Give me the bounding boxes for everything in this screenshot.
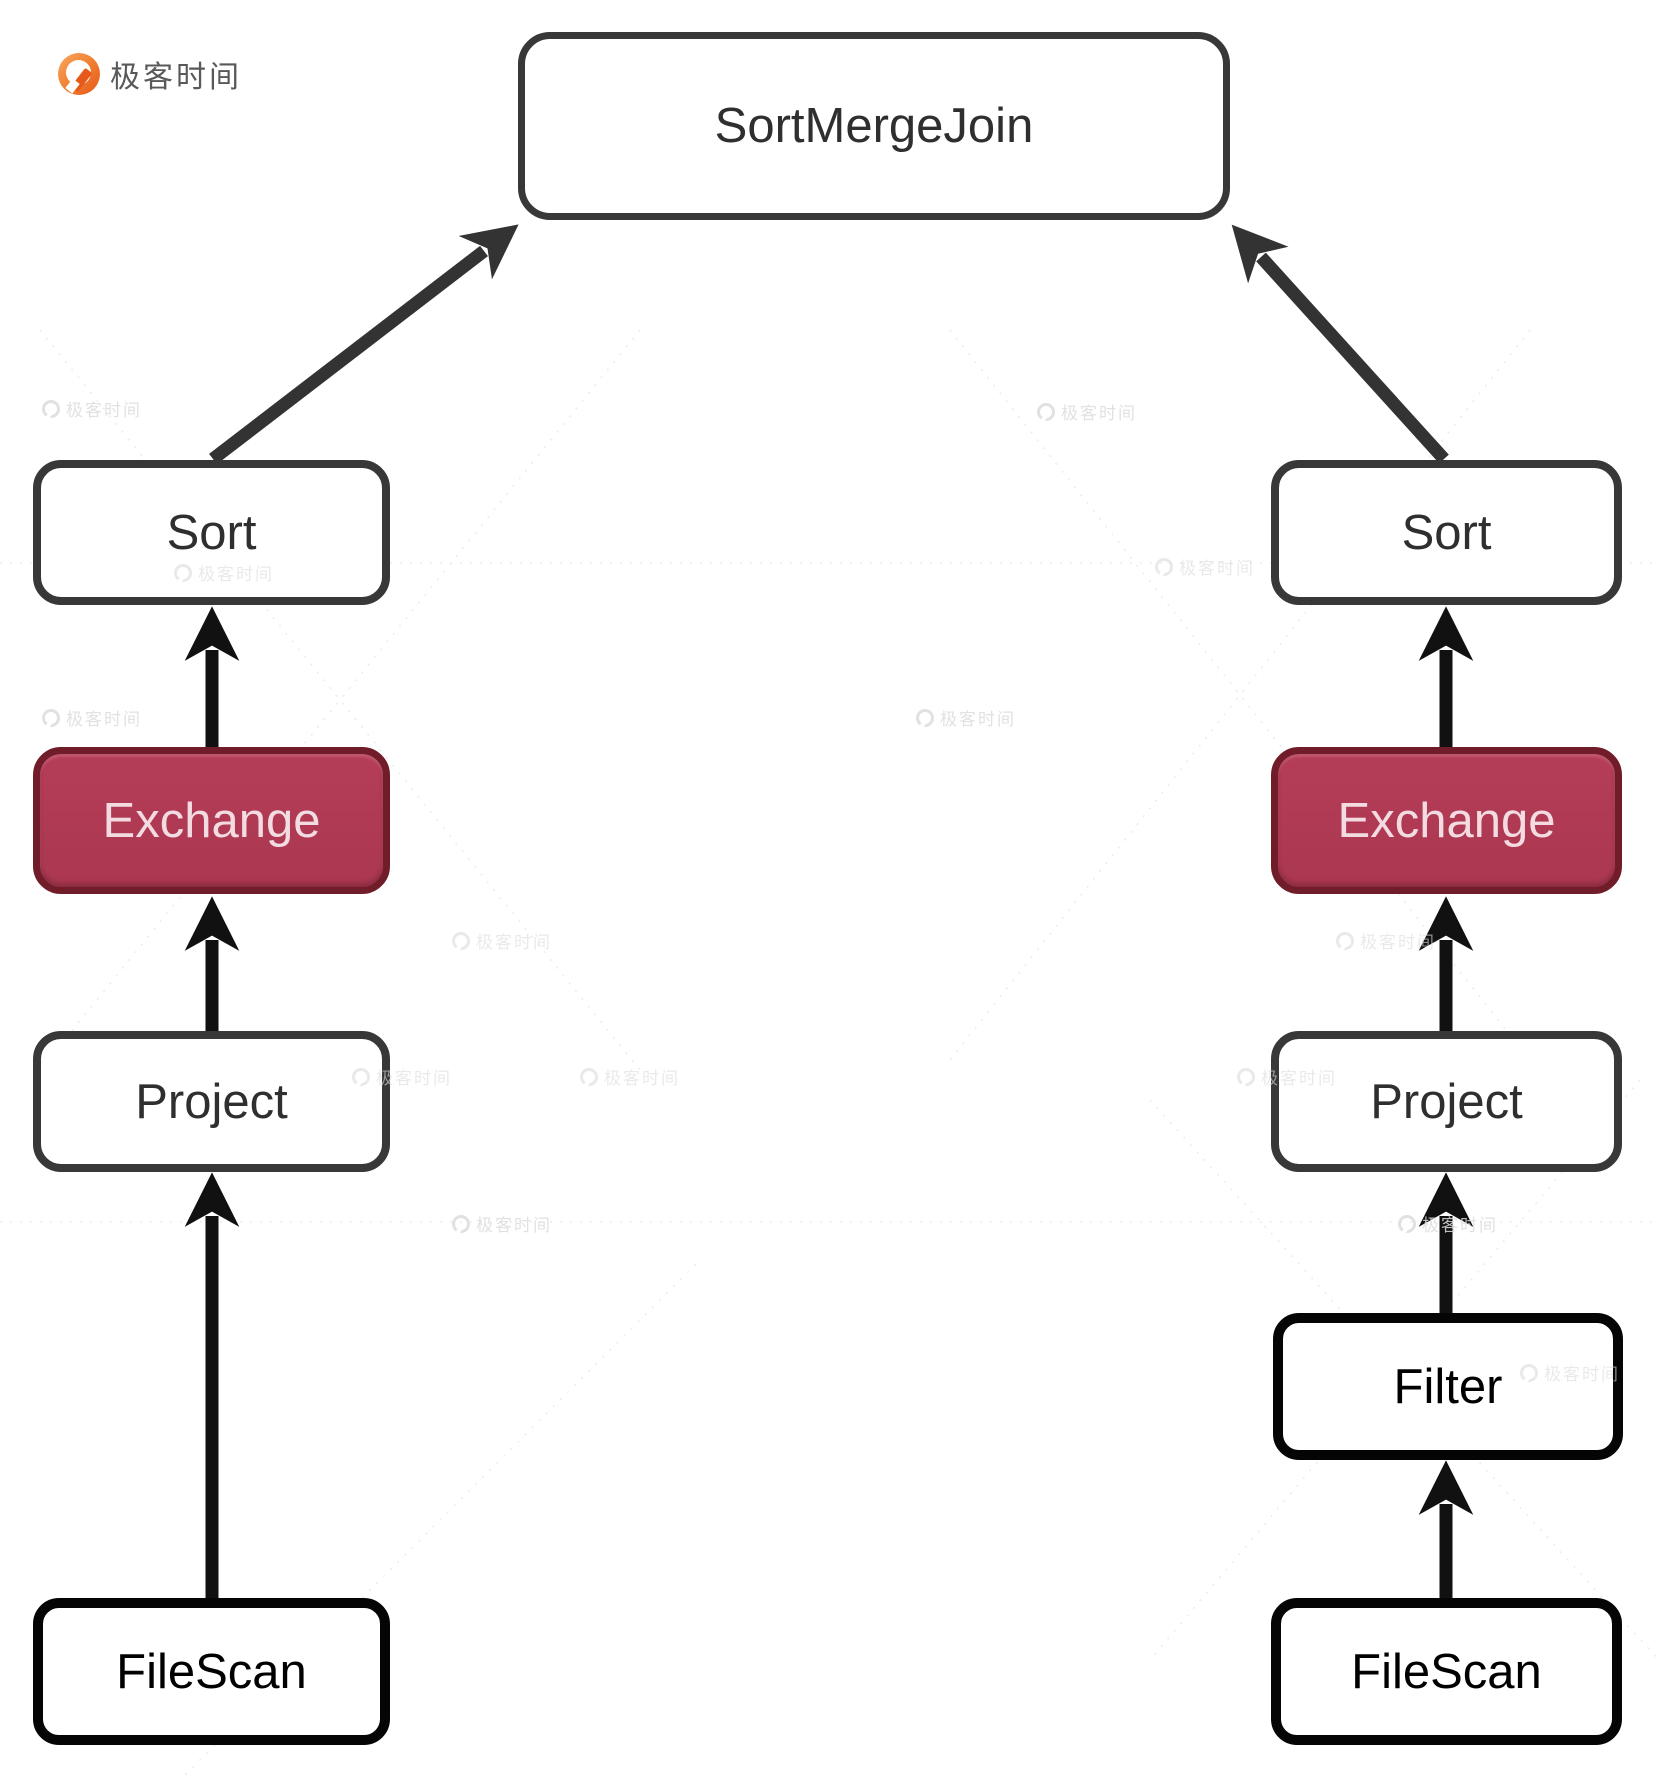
node-label: Exchange <box>102 793 321 848</box>
edge-right-sort-to-sortmergejoin <box>1231 224 1449 464</box>
node-right-filter: Filter <box>1273 1313 1623 1460</box>
node-sortmergejoin: SortMergeJoin <box>518 32 1230 220</box>
watermark-pattern <box>0 329 1659 1779</box>
node-label: Filter <box>1393 1359 1503 1414</box>
node-label: Project <box>135 1074 288 1129</box>
node-label: FileScan <box>1351 1644 1542 1699</box>
node-label: Sort <box>166 505 257 560</box>
geektime-brand: 极客时间 <box>58 52 242 96</box>
edge-left-sort-to-sortmergejoin <box>209 224 519 465</box>
node-left-filescan: FileScan <box>33 1598 390 1745</box>
node-right-project: Project <box>1271 1031 1622 1172</box>
node-label: Sort <box>1401 505 1492 560</box>
node-label: SortMergeJoin <box>714 99 1034 153</box>
node-right-filescan: FileScan <box>1271 1598 1622 1745</box>
brand-name: 极客时间 <box>110 61 242 94</box>
node-right-sort: Sort <box>1271 460 1622 605</box>
node-left-sort: Sort <box>33 460 390 605</box>
node-label: Exchange <box>1337 793 1556 848</box>
node-left-project: Project <box>33 1031 390 1172</box>
node-label: FileScan <box>116 1644 307 1699</box>
node-label: Project <box>1370 1074 1523 1129</box>
geektime-logo-icon <box>58 53 100 95</box>
node-right-exchange: Exchange <box>1271 747 1622 894</box>
node-left-exchange: Exchange <box>33 747 390 894</box>
